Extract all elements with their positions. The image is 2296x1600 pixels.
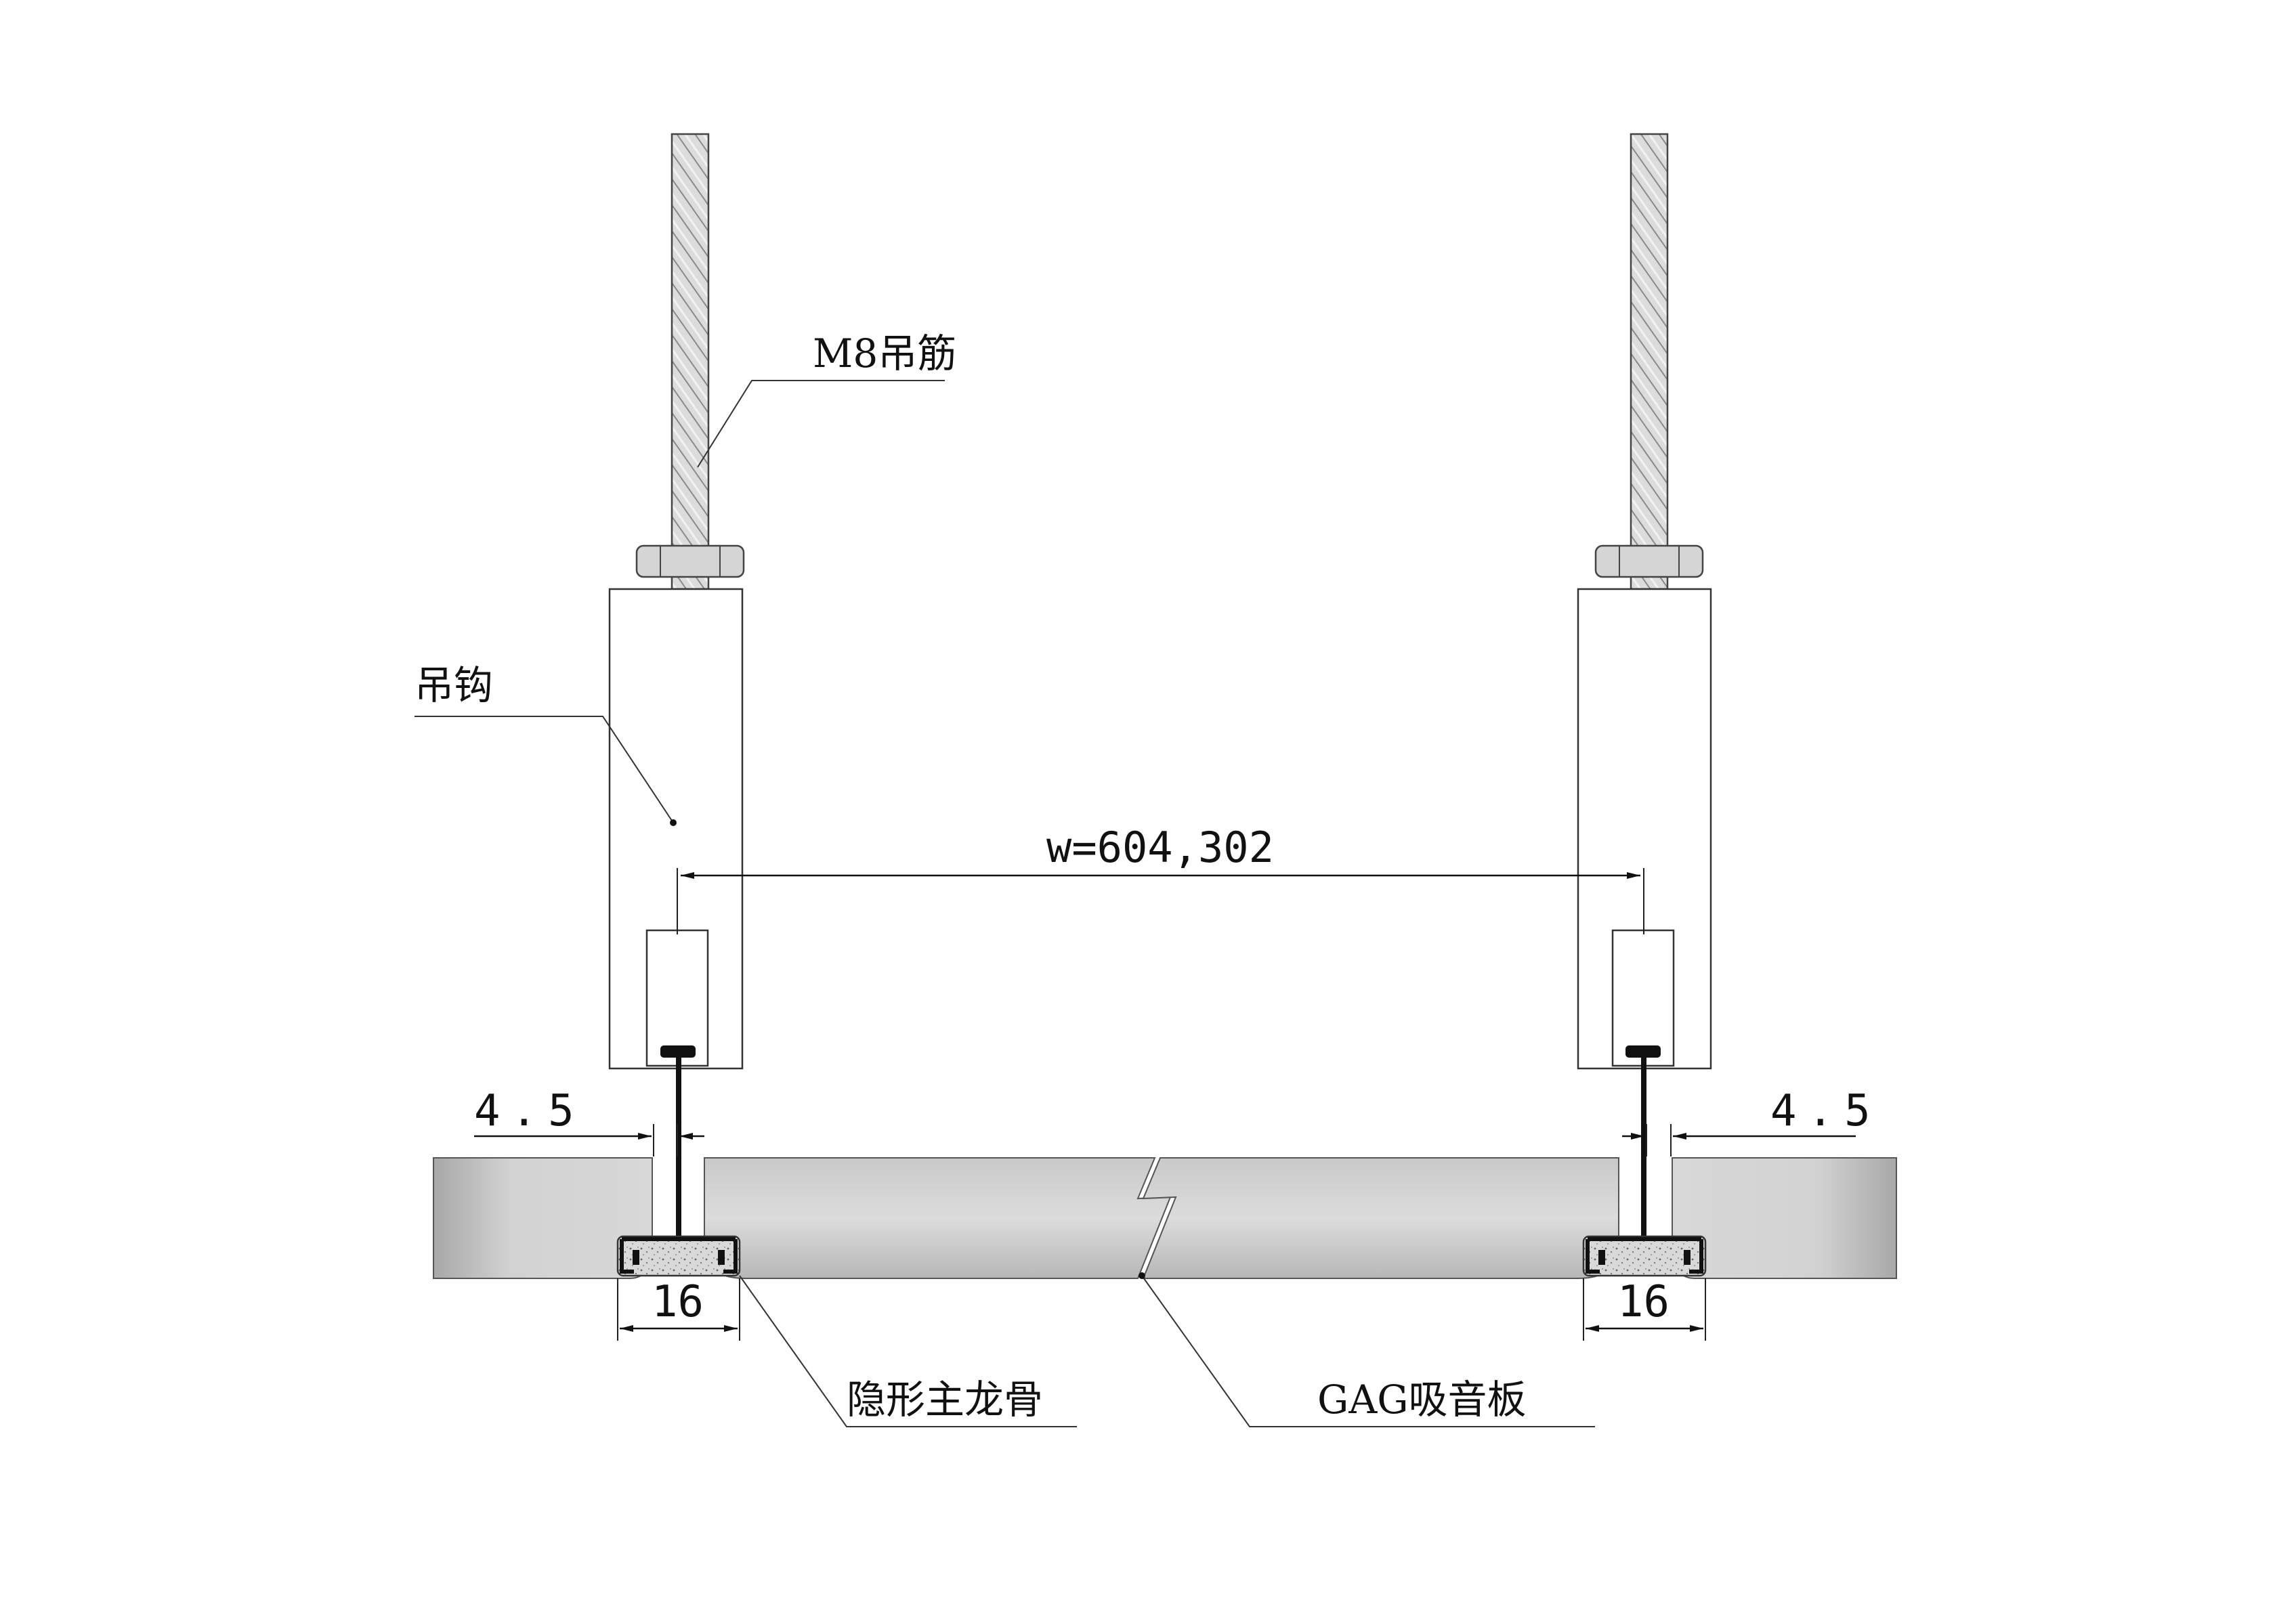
panel-center-left — [704, 1157, 1172, 1279]
right-keel-width-label: 16 — [1617, 1277, 1670, 1327]
left-clip-head — [660, 1045, 696, 1058]
left-keel-stem — [676, 1056, 681, 1257]
left-hanger-assembly — [608, 133, 745, 1257]
hook-label: 吊钩 — [414, 662, 493, 708]
right-hex-nut — [1594, 544, 1704, 578]
left-gap-dimension: 4.5 — [474, 1086, 704, 1156]
keel-label: 隐形主龙骨 — [847, 1377, 1043, 1423]
panel-center-right — [1142, 1157, 1619, 1279]
right-gap-label: 4.5 — [1770, 1086, 1882, 1136]
right-keel-width-dimension: 16 — [1583, 1277, 1706, 1341]
right-hidden-keel — [1582, 1235, 1707, 1277]
panel-callout: GAG吸音板 — [1139, 1272, 1595, 1427]
rod-label: M8吊筋 — [813, 330, 956, 376]
acoustic-panels — [433, 1157, 1897, 1279]
left-hidden-keel — [616, 1235, 741, 1277]
right-clip-head — [1625, 1045, 1661, 1058]
left-keel-width-dimension: 16 — [617, 1277, 740, 1341]
width-dimension: w=604,302 — [677, 823, 1644, 934]
rod-callout: M8吊筋 — [697, 330, 956, 468]
panel-label: GAG吸音板 — [1317, 1377, 1527, 1423]
right-hanger-assembly — [1577, 133, 1712, 1257]
right-gap-dimension: 4.5 — [1622, 1086, 1882, 1156]
keel-callout: 隐形主龙骨 — [739, 1275, 1077, 1427]
left-keel-width-label: 16 — [652, 1277, 704, 1327]
right-keel-stem — [1641, 1056, 1646, 1257]
width-dimension-label: w=604,302 — [1046, 823, 1274, 872]
left-gap-label: 4.5 — [474, 1086, 585, 1136]
left-hex-nut — [635, 544, 745, 578]
left-threaded-rod — [671, 133, 710, 590]
right-threaded-rod — [1630, 133, 1669, 590]
hook-callout: 吊钩 — [414, 662, 677, 826]
